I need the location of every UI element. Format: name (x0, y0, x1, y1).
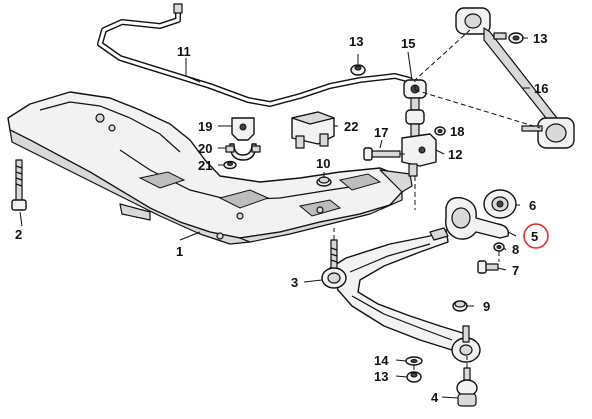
label-part-4[interactable]: 4 (431, 390, 439, 405)
highlight-circle (523, 223, 549, 249)
bolt-17[interactable] (363, 147, 401, 161)
clamp-20[interactable] (225, 143, 261, 161)
bracket-22[interactable] (291, 111, 335, 149)
label-part-12[interactable]: 12 (448, 147, 462, 162)
nut-13-right[interactable] (508, 32, 524, 44)
nut-9[interactable] (452, 300, 468, 312)
bushing-6[interactable] (483, 189, 517, 219)
part-labels: 1 2 3 4 5 6 7 8 9 10 11 12 13 13 13 14 1… (15, 31, 548, 405)
label-part-7[interactable]: 7 (512, 263, 519, 278)
front-axle-carrier[interactable] (7, 91, 413, 245)
nut-18[interactable] (434, 126, 446, 136)
label-part-2[interactable]: 2 (15, 227, 22, 242)
label-part-9[interactable]: 9 (483, 299, 490, 314)
washer-8[interactable] (493, 242, 505, 252)
control-arm-3[interactable] (321, 227, 481, 363)
label-part-3[interactable]: 3 (291, 275, 298, 290)
label-part-16[interactable]: 16 (534, 81, 548, 96)
leader-lines (19, 37, 530, 399)
nut-21[interactable] (223, 160, 237, 170)
label-part-22[interactable]: 22 (344, 119, 358, 134)
link-rod-16[interactable] (455, 7, 575, 149)
label-part-6[interactable]: 6 (529, 198, 536, 213)
bracket-12[interactable] (401, 133, 437, 177)
ball-joint-4[interactable] (456, 367, 478, 407)
label-part-13-top[interactable]: 13 (349, 34, 363, 49)
stabilizer-bar[interactable] (97, 3, 413, 107)
label-part-5[interactable]: 5 (531, 229, 538, 244)
label-part-11[interactable]: 11 (177, 44, 191, 59)
label-part-18[interactable]: 18 (450, 124, 464, 139)
label-part-21[interactable]: 21 (198, 158, 212, 173)
label-part-1[interactable]: 1 (176, 244, 183, 259)
label-part-8[interactable]: 8 (512, 242, 519, 257)
assembly-dashed-lines (333, 29, 541, 372)
bracket-5[interactable] (445, 197, 509, 240)
nut-13-top[interactable] (350, 64, 366, 76)
bolt-7[interactable] (477, 260, 499, 274)
label-part-13-right[interactable]: 13 (533, 31, 547, 46)
label-part-20[interactable]: 20 (198, 141, 212, 156)
label-part-14[interactable]: 14 (374, 353, 389, 368)
label-part-17[interactable]: 17 (374, 125, 388, 140)
rubber-mount-19[interactable] (231, 117, 255, 141)
nut-10[interactable] (316, 176, 332, 187)
label-part-19[interactable]: 19 (198, 119, 212, 134)
label-part-10[interactable]: 10 (316, 156, 330, 171)
nut-13-bottom[interactable] (406, 371, 422, 383)
bolt-2[interactable] (11, 159, 27, 211)
label-part-13-bottom[interactable]: 13 (374, 369, 388, 384)
label-part-15[interactable]: 15 (401, 36, 415, 51)
washer-14[interactable] (405, 356, 423, 366)
